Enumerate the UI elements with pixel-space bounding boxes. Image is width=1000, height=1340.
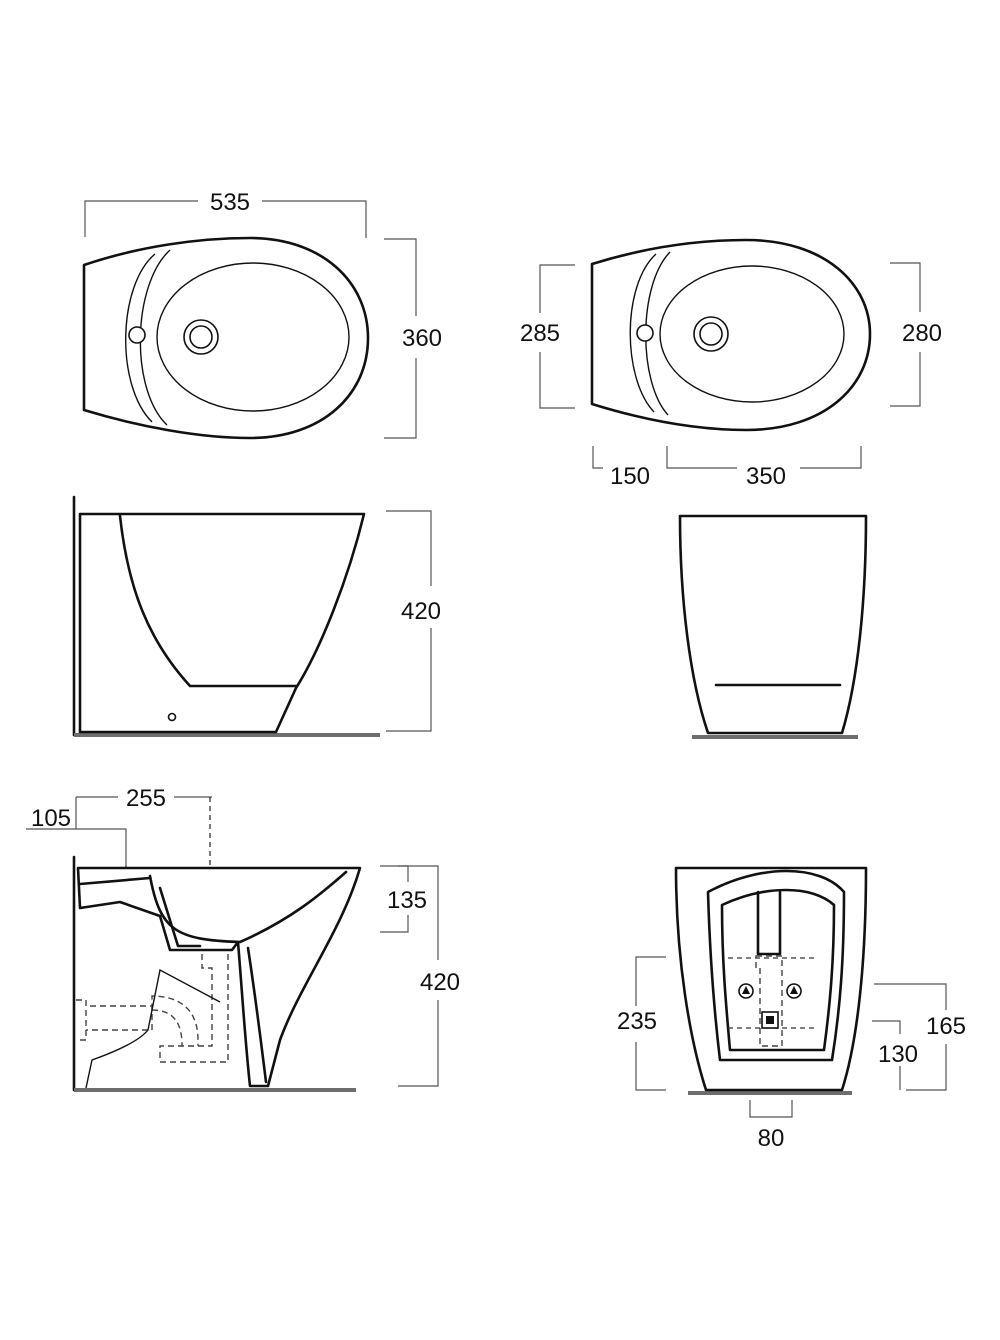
dim-label-offset: 150	[610, 463, 650, 490]
wall-flange	[76, 999, 87, 1041]
dim-line-height-top	[386, 510, 432, 586]
dim-label-depth: 360	[402, 325, 442, 352]
dim-label-fixing-spacing: 80	[758, 1125, 785, 1152]
bowl-profile	[118, 514, 298, 688]
bidet-top-outline	[82, 236, 370, 440]
dim-line-left-depth-top	[539, 264, 575, 313]
top-view-full: 535 360	[82, 189, 442, 440]
inlet-square-inner	[766, 1016, 774, 1024]
wall-thickness-line	[246, 946, 268, 1084]
dim-line-length-left	[666, 446, 737, 469]
drain-hole-compact	[699, 322, 723, 346]
dim-label-right-depth: 280	[902, 320, 942, 347]
bowl-ellipse	[156, 262, 350, 412]
trap-body	[159, 949, 229, 1063]
fixing-hole	[167, 712, 177, 722]
dim-label-rim: 135	[387, 887, 427, 914]
trap-bend	[151, 995, 199, 1059]
dim-line-left-depth-bottom	[539, 352, 575, 409]
dim-line-width-right	[262, 200, 367, 238]
dim-label-left-depth: 285	[520, 320, 560, 347]
dim-line-width-left	[84, 200, 198, 237]
drain-hole	[189, 325, 213, 349]
dim-line-section-height-bottom	[398, 1000, 439, 1087]
side-section-plumbing: 105 255 135 420	[26, 785, 460, 1092]
drain-channel	[158, 886, 202, 948]
dim-label-width: 535	[210, 189, 250, 216]
dim-line-waste-height-bottom	[635, 1042, 666, 1091]
dim-label-waste: 255	[126, 785, 166, 812]
dim-line-offset	[592, 446, 603, 469]
side-elevation: 420	[72, 495, 441, 737]
dim-line-section-height-top	[398, 865, 439, 960]
dim-line-depth-top	[384, 238, 417, 316]
dim-line-waste-height-top	[635, 956, 666, 1006]
rim-curve	[125, 253, 156, 423]
top-view-compact: 285 280 150 350	[520, 238, 942, 490]
bidet-front-outline	[678, 514, 868, 735]
bidet-top-outline-compact	[590, 238, 872, 432]
dim-line-fixing-height-top	[872, 1020, 901, 1034]
rim-curve-compact	[629, 253, 657, 413]
dim-line-supply-height-top	[874, 983, 947, 1010]
dim-line-right-depth-top	[890, 262, 921, 312]
bidet-side-outline	[78, 512, 366, 734]
dim-line-fixing-spacing	[749, 1100, 793, 1118]
tap-hole-compact	[636, 324, 654, 342]
bowl-ellipse-compact	[659, 265, 845, 403]
rear-recess-inner	[720, 888, 836, 1052]
dim-label-supply: 105	[31, 805, 71, 832]
dim-label-height: 420	[401, 598, 441, 625]
dim-line-right-depth-bottom	[890, 352, 921, 407]
dim-line-depth-bottom	[384, 358, 417, 439]
waste-trap-rear	[755, 955, 783, 1047]
dim-line-supply-height-bottom	[906, 1044, 947, 1091]
dim-line-supply	[26, 828, 127, 866]
rear-recess-outer	[706, 869, 846, 1062]
tap-hole	[128, 326, 146, 344]
rim-line	[78, 876, 152, 886]
bowl-section-curve	[148, 870, 348, 944]
dim-label-supply-height: 165	[926, 1013, 966, 1040]
dim-label-fixing-height: 130	[878, 1041, 918, 1068]
waste-pipe-wall	[79, 1005, 153, 1031]
dim-line-length-right	[800, 446, 862, 469]
dim-label-waste-height: 235	[617, 1008, 657, 1035]
dim-label-length: 350	[746, 463, 786, 490]
dim-line-rim-top	[380, 865, 409, 882]
rear-view-plumbing: 235 165 130 80	[617, 866, 966, 1152]
drain-duct	[756, 890, 782, 956]
pedestal-hidden	[85, 968, 221, 1089]
dim-label-section-height: 420	[420, 969, 460, 996]
dim-line-rim-bottom	[380, 915, 409, 933]
dim-line-height-bottom	[386, 628, 432, 732]
bolt-mark-right	[790, 986, 798, 994]
bolt-mark-left	[742, 986, 750, 994]
front-elevation	[678, 514, 868, 739]
